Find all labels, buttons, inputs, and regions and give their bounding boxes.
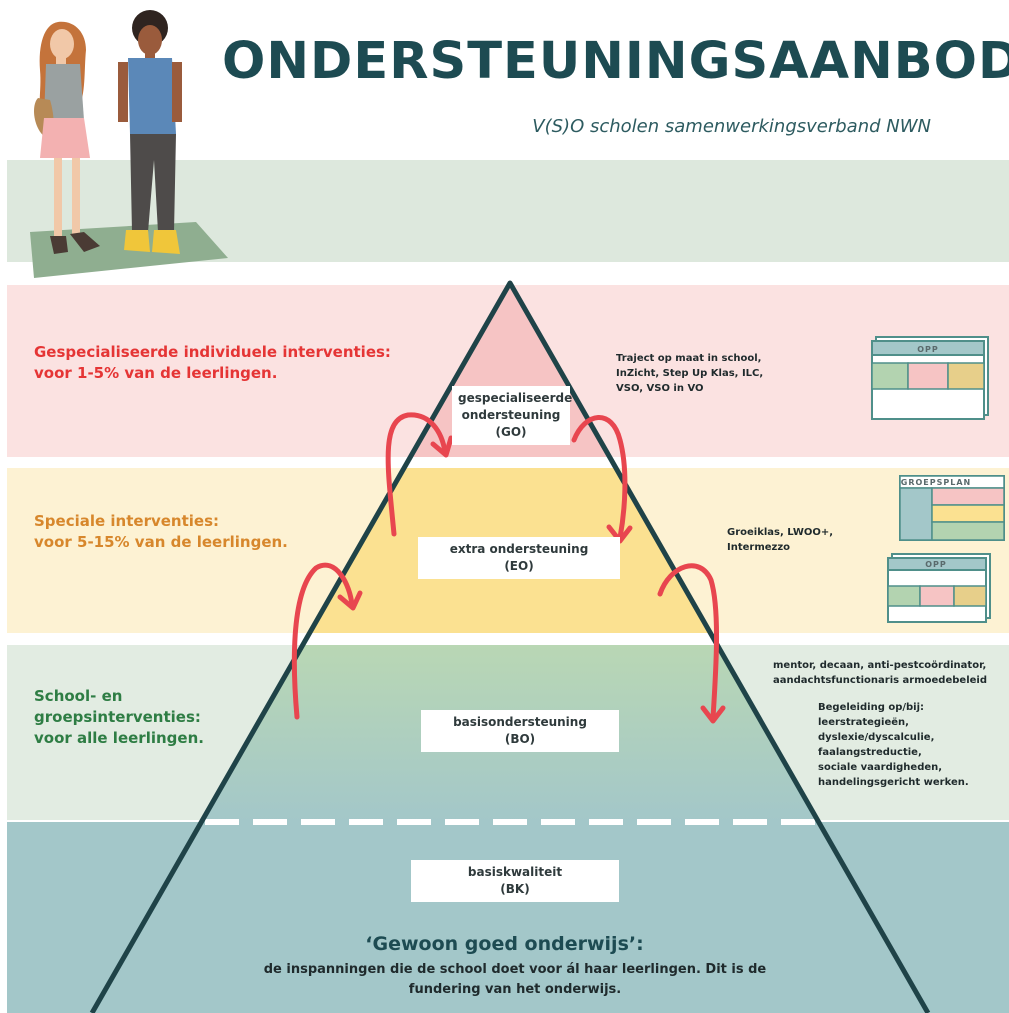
tag-eo: extra ondersteuning (EO) [418, 537, 620, 579]
tag-go: gespecialiseerde ondersteuning (GO) [452, 386, 572, 445]
opp-document-icon-small: OPP [887, 553, 991, 623]
examples-bo-guidance: Begeleiding op/bij: leerstrategieën, dys… [818, 702, 969, 788]
footer-title: ‘Gewoon goed onderwijs’: [365, 933, 644, 955]
svg-text:OPP: OPP [925, 560, 947, 569]
level-label-eo: Speciale interventies: voor 5-15% van de… [34, 512, 288, 551]
page-subtitle: V(S)O scholen samenwerkingsverband NWN [532, 116, 931, 137]
arrow-eo-to-go [385, 412, 448, 537]
girl-figure [34, 21, 100, 254]
groepsplan-document-icon: GROEPSPLAN [899, 475, 1005, 541]
examples-go: Traject op maat in school, InZicht, Step… [616, 353, 764, 394]
page-title: ONDERSTEUNINGSAANBOD [222, 32, 1009, 91]
opp-document-icon: OPP [871, 336, 989, 420]
level-label-go: Gespecialiseerde individuele interventie… [34, 343, 391, 382]
level-label-bo: School- en groepsinterventies: voor alle… [34, 687, 204, 747]
pyramid-segment-bk [92, 822, 928, 1013]
svg-text:GROEPSPLAN: GROEPSPLAN [901, 478, 971, 487]
boy-figure [118, 10, 182, 254]
svg-text:OPP: OPP [917, 345, 939, 354]
students-illustration [30, 10, 228, 278]
tag-bo: basisondersteuning (BO) [421, 710, 619, 752]
arrow-group [291, 412, 726, 724]
examples-eo: Groeiklas, LWOO+, Intermezzo [727, 527, 834, 553]
examples-bo-roles: mentor, decaan, anti-pestcoördinator, aa… [773, 660, 987, 686]
footer-text: de inspanningen die de school doet voor … [263, 962, 767, 997]
arrow-go-to-eo [571, 415, 628, 541]
arrow-eo-to-bo [657, 563, 719, 721]
pyramid-outline [89, 280, 931, 1013]
tag-bk: basiskwaliteit (BK) [411, 860, 619, 902]
arrow-bo-to-eo [291, 562, 355, 720]
